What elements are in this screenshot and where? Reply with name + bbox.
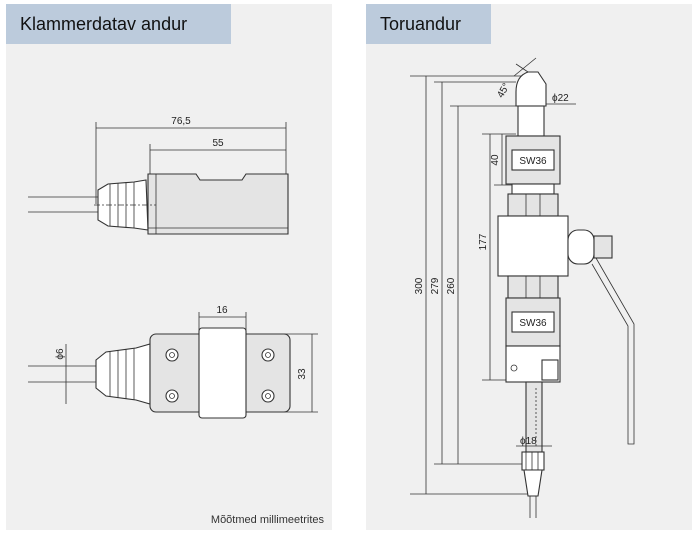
- label-wrench-upper: SW36: [519, 156, 547, 167]
- dim-body-length: 55: [212, 138, 224, 149]
- dim-middle: 177: [478, 233, 489, 250]
- dim-tip-diameter: ϕ22: [552, 93, 569, 104]
- units-footnote: Mõõtmed millimeetrites: [210, 514, 324, 526]
- pipe-sensor-title: Toruandur: [366, 4, 491, 44]
- dim-total: 300: [414, 277, 425, 294]
- clamp-sensor-title: Klammerdatav andur: [6, 4, 231, 44]
- dim-to-bend: 279: [430, 277, 441, 294]
- dim-to-top: 260: [446, 277, 457, 294]
- pipe-sensor-body: 45° ϕ22 SW36 SW36: [495, 57, 635, 518]
- dim-angle: 45°: [495, 81, 512, 100]
- dim-overall-length: 76,5: [171, 116, 191, 127]
- clamp-side-view: 76,5 55: [28, 116, 289, 235]
- pipe-sensor-panel: Toruandur 300 279 260 177 40: [366, 4, 692, 530]
- clamp-front-view: 16 33 ϕ6: [28, 305, 318, 419]
- dim-height: 33: [297, 368, 308, 380]
- dim-cable-diameter-pipe: ϕ18: [520, 436, 537, 447]
- pipe-dimensions: 300 279 260 177 40: [410, 75, 536, 495]
- dim-top-section: 40: [490, 154, 501, 166]
- label-wrench-lower: SW36: [519, 318, 547, 329]
- clamp-sensor-drawing: 76,5 55 16 33: [28, 116, 318, 419]
- dim-top-width: 16: [216, 305, 228, 316]
- pipe-sensor-drawing: 300 279 260 177 40 45° ϕ22: [410, 57, 635, 518]
- dim-cable-diameter: ϕ6: [55, 348, 66, 360]
- clamp-sensor-panel: Klammerdatav andur 76,5 55: [6, 4, 332, 530]
